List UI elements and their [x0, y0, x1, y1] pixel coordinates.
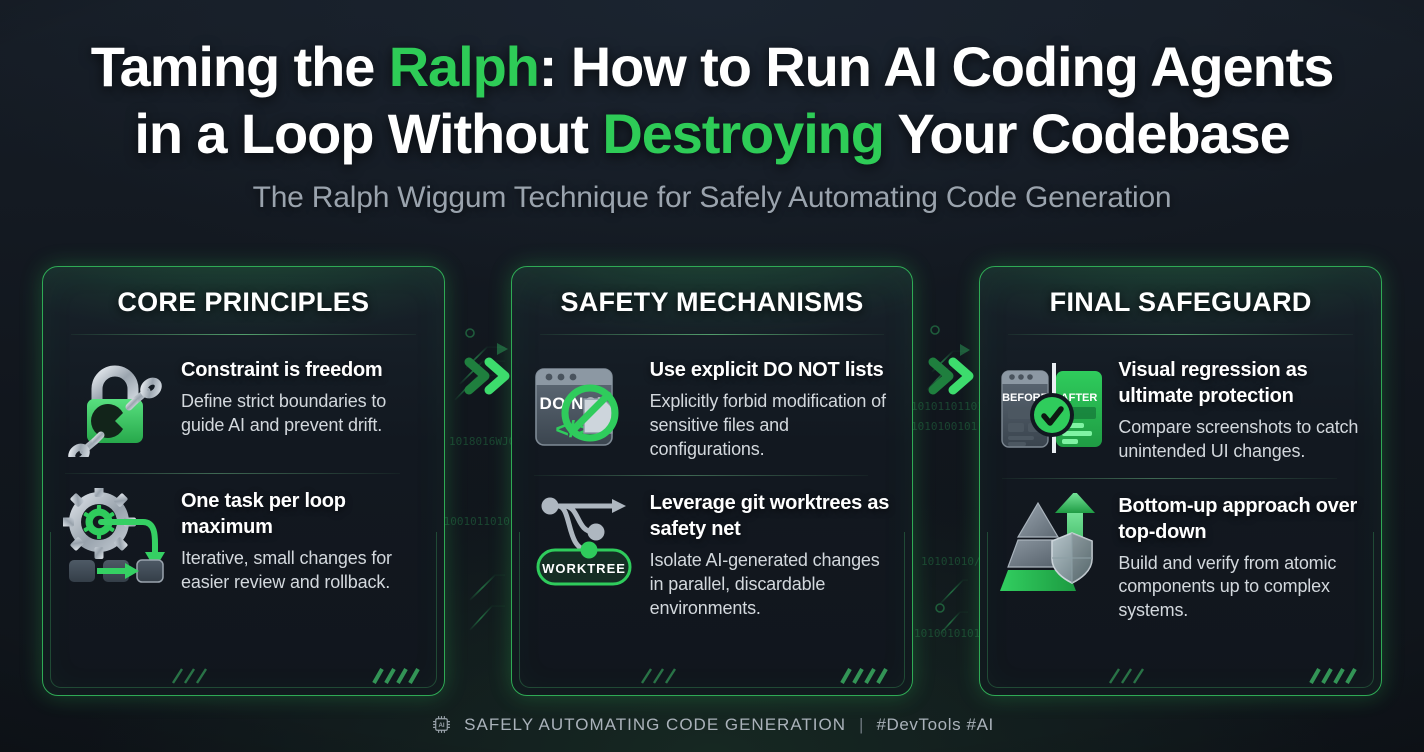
ai-chip-icon: AI [433, 716, 451, 733]
corner-hash-marks [371, 668, 420, 684]
item-body: Define strict boundaries to guide AI and… [181, 391, 387, 435]
card-items: Constraint is freedom Define strict boun… [43, 335, 444, 595]
item-body: Isolate AI-generated changes in parallel… [649, 550, 880, 618]
item-text: Visual regression as ultimate protection… [1118, 355, 1359, 464]
corner-hash-marks-left [171, 668, 208, 684]
page-header: Taming the Ralph: How to Run AI Coding A… [0, 34, 1424, 215]
item-body: Compare screenshots to catch unintended … [1118, 417, 1359, 461]
footer-separator: | [859, 714, 864, 734]
cards-row: CORE PRINCIPLES [42, 266, 1383, 696]
padlock-chain-icon [63, 355, 167, 459]
list-item: One task per loop maximum Iterative, sma… [63, 486, 422, 595]
list-item: Bottom-up approach over top-down Build a… [1000, 491, 1359, 623]
title-segment-3: in a Loop Without [134, 101, 603, 165]
connector-arrow-1 [456, 349, 522, 403]
item-heading: Constraint is freedom [181, 359, 383, 381]
double-chevron-right-icon [928, 357, 974, 395]
after-label: AFTER [1061, 392, 1098, 404]
item-heading: Visual regression as ultimate protection [1118, 359, 1308, 407]
corner-hash-marks [840, 668, 889, 684]
list-item: BEFORE AFTER Visual regressi [1000, 355, 1359, 464]
card-divider [71, 334, 416, 335]
svg-text:AI: AI [439, 722, 445, 729]
worktree-label: WORKTREE [542, 561, 626, 576]
item-text: Use explicit DO NOT lists Explicitly for… [650, 355, 891, 461]
item-body: Build and verify from atomic components … [1118, 552, 1337, 621]
item-heading: One task per loop maximum [181, 490, 346, 538]
item-separator [533, 475, 869, 477]
corner-hash-marks [1309, 668, 1357, 684]
corner-hash-marks-left [640, 668, 676, 684]
corner-hash-marks-left [1109, 668, 1145, 684]
card-core-principles: CORE PRINCIPLES [42, 266, 445, 696]
list-item: DO NOT </> Use explicit DO NOT lists Exp… [532, 355, 891, 461]
pyramid-up-arrow-shield-icon [1000, 491, 1104, 595]
page-footer: AI SAFELY AUTOMATING CODE GENERATION | #… [0, 713, 1424, 736]
gear-loop-arrow-icon [63, 486, 167, 590]
item-text: Leverage git worktrees as safety net Iso… [650, 488, 891, 620]
card-items: DO NOT </> Use explicit DO NOT lists Exp… [512, 335, 913, 621]
before-after-check-icon: BEFORE AFTER [1000, 355, 1104, 459]
title-highlight-ralph: Ralph [388, 35, 540, 98]
item-heading: Leverage git worktrees as safety net [649, 492, 890, 541]
list-item: WORKTREE Leverage git worktrees as safet… [532, 488, 891, 620]
card-title: FINAL SAFEGUARD [1049, 287, 1312, 317]
item-body: Iterative, small changes for easier revi… [181, 548, 392, 592]
title-segment-4: Your Codebase [883, 101, 1290, 165]
page-title: Taming the Ralph: How to Run AI Coding A… [0, 34, 1424, 167]
item-heading: Bottom-up approach over top-down [1118, 494, 1358, 543]
title-segment-1: Taming the [90, 35, 389, 98]
item-separator [1002, 477, 1338, 479]
title-segment-2: : How to Run AI Coding Agents [538, 35, 1335, 98]
item-heading: Use explicit DO NOT lists [649, 359, 884, 381]
card-title: SAFETY MECHANISMS [560, 287, 864, 317]
card-divider [539, 334, 885, 335]
card-divider [1008, 334, 1354, 335]
card-final-safeguard: FINAL SAFEGUARD [979, 266, 1383, 696]
footer-text: SAFELY AUTOMATING CODE GENERATION [464, 714, 847, 734]
item-separator [65, 473, 400, 474]
item-text: Constraint is freedom Define strict boun… [181, 355, 422, 438]
card-items: BEFORE AFTER Visual regressi [980, 335, 1381, 623]
list-item: Constraint is freedom Define strict boun… [63, 355, 422, 459]
item-text: One task per loop maximum Iterative, sma… [181, 486, 422, 595]
card-safety-mechanisms: SAFETY MECHANISMS DO NOT [510, 266, 914, 696]
connector-arrow-2 [920, 349, 986, 403]
item-body: Explicitly forbid modification of sensit… [649, 391, 886, 459]
double-chevron-right-icon [464, 357, 510, 395]
item-text: Bottom-up approach over top-down Build a… [1118, 491, 1359, 623]
page-subtitle: The Ralph Wiggum Technique for Safely Au… [252, 181, 1172, 215]
git-worktree-branch-icon: WORKTREE [532, 488, 636, 592]
footer-tags: #DevTools #AI [876, 714, 994, 734]
card-title: CORE PRINCIPLES [117, 287, 370, 317]
title-highlight-destroying: Destroying [602, 101, 885, 165]
do-not-window-icon: DO NOT </> [532, 355, 636, 459]
